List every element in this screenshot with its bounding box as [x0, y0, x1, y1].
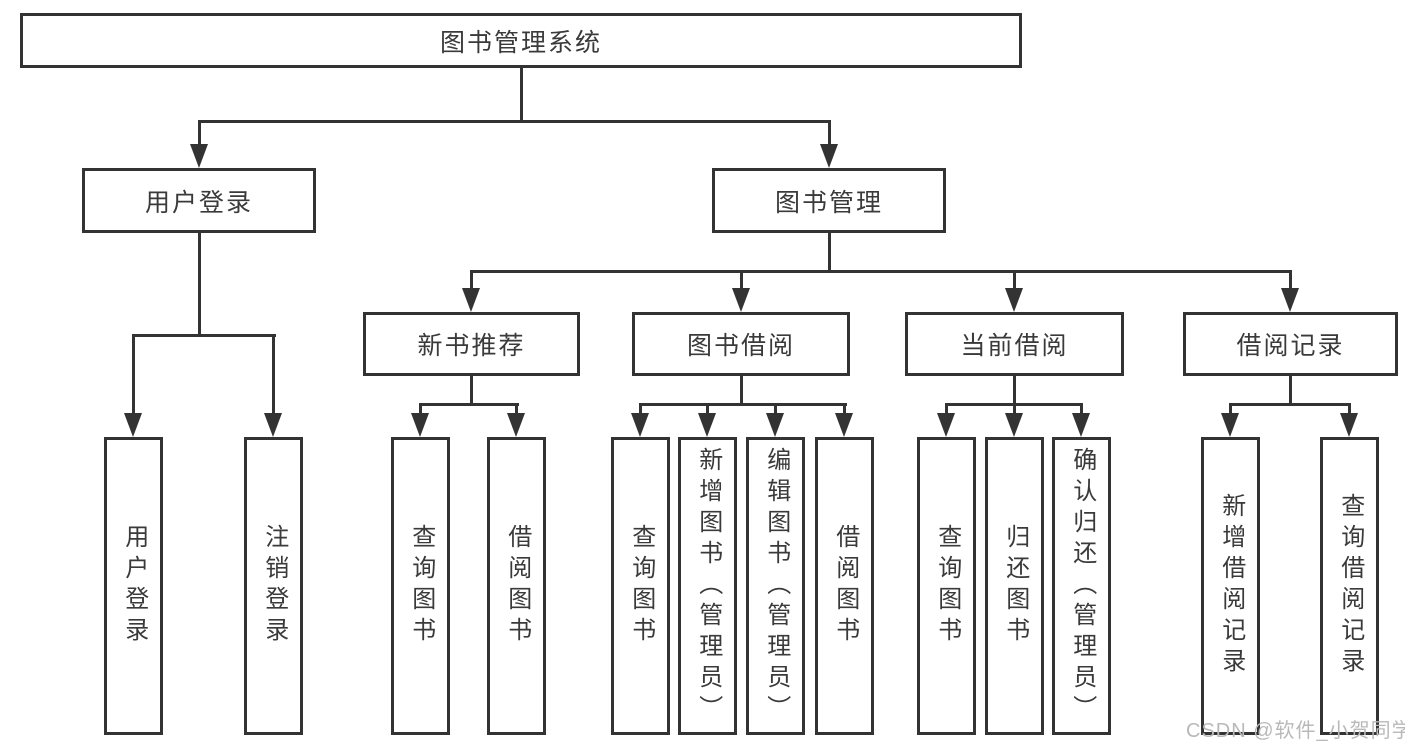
leaf-user-login: 用户登录: [104, 437, 163, 735]
connector-root-drop-left: [198, 120, 201, 146]
node-book-borrow: 图书借阅: [632, 312, 850, 376]
node-current-borrow: 当前借阅: [905, 312, 1124, 376]
connector-borrow-records-branch: [1229, 403, 1351, 406]
arrowhead-user-login: [190, 144, 208, 168]
node-book-mgmt-label: 图书管理: [774, 188, 883, 217]
leaf-cb-confirm-return-admin-label: 确认归还（管理员）: [1068, 446, 1096, 726]
connector-br-drop-2: [1348, 403, 1351, 415]
leaf-cb-query-books-label: 查询图书: [933, 524, 961, 648]
leaf-bb-borrow-books: 借阅图书: [815, 437, 874, 735]
arrowhead-book-borrow: [732, 288, 750, 312]
connector-book-borrow-stem: [740, 376, 743, 406]
arrowhead-ul-login: [124, 413, 142, 437]
connector-new-books-branch: [419, 403, 519, 406]
connector-bb-drop-3: [774, 403, 777, 415]
arrowhead-ul-logout: [264, 413, 282, 437]
leaf-cb-confirm-return-admin: 确认归还（管理员）: [1052, 437, 1111, 735]
leaf-bb-edit-books-admin-label: 编辑图书（管理员）: [762, 446, 790, 726]
leaf-bb-edit-books-admin: 编辑图书（管理员）: [746, 437, 805, 735]
connector-bb-drop-4: [843, 403, 846, 415]
node-borrow-records-label: 借阅记录: [1236, 332, 1345, 360]
leaf-bb-query-books: 查询图书: [611, 437, 670, 735]
connector-new-books-stem: [470, 376, 473, 406]
node-book-borrow-label: 图书借阅: [686, 332, 795, 360]
connector-cb-drop-1: [945, 403, 948, 415]
node-root: 图书管理系统: [20, 13, 1022, 68]
connector-nb-drop-1: [419, 403, 422, 415]
arrowhead-bb-borrow: [835, 413, 853, 437]
connector-bm-drop-2: [740, 270, 743, 290]
node-user-login: 用户登录: [82, 168, 316, 233]
connector-borrow-records-stem: [1289, 376, 1292, 406]
connector-ul-drop-2: [272, 334, 275, 415]
arrowhead-nb-borrow: [507, 413, 525, 437]
connector-cb-drop-3: [1080, 403, 1083, 415]
connector-root-stem: [520, 68, 523, 122]
leaf-nb-borrow-books: 借阅图书: [487, 437, 546, 735]
connector-bm-drop-4: [1289, 270, 1292, 290]
arrowhead-new-books: [462, 288, 480, 312]
node-book-mgmt: 图书管理: [712, 168, 946, 233]
connector-user-login-branch: [132, 334, 276, 337]
leaf-logout: 注销登录: [244, 437, 303, 735]
node-new-books-label: 新书推荐: [417, 332, 526, 360]
connector-root-branch: [198, 120, 831, 123]
csdn-watermark: CSDN @软件_小贺同学: [1186, 720, 1405, 742]
connector-bm-drop-1: [470, 270, 473, 290]
connector-cb-drop-2: [1013, 403, 1016, 415]
arrowhead-borrow-records: [1281, 288, 1299, 312]
leaf-nb-borrow-books-label: 借阅图书: [503, 524, 531, 648]
arrowhead-bb-add: [698, 413, 716, 437]
arrowhead-current-borrow: [1005, 288, 1023, 312]
leaf-br-query-record: 查询借阅记录: [1320, 437, 1379, 735]
arrowhead-bb-query: [631, 413, 649, 437]
leaf-cb-return-books: 归还图书: [985, 437, 1044, 735]
leaf-bb-add-books-admin-label: 新增图书（管理员）: [694, 446, 722, 726]
leaf-br-add-record: 新增借阅记录: [1201, 437, 1260, 735]
node-current-borrow-label: 当前借阅: [960, 332, 1069, 360]
leaf-bb-add-books-admin: 新增图书（管理员）: [678, 437, 737, 735]
connector-current-borrow-stem: [1013, 376, 1016, 406]
connector-bb-drop-2: [706, 403, 709, 415]
arrowhead-bb-edit: [766, 413, 784, 437]
arrowhead-cb-return: [1005, 413, 1023, 437]
leaf-cb-query-books: 查询图书: [917, 437, 976, 735]
connector-book-mgmt-stem: [828, 233, 831, 273]
leaf-nb-query-books-label: 查询图书: [407, 524, 435, 648]
connector-root-drop-right: [828, 120, 831, 146]
arrowhead-br-query: [1340, 413, 1358, 437]
leaf-logout-label: 注销登录: [260, 524, 288, 648]
arrowhead-br-add: [1221, 413, 1239, 437]
connector-br-drop-1: [1229, 403, 1232, 415]
connector-book-mgmt-branch: [470, 270, 1292, 273]
connector-ul-drop-1: [132, 334, 135, 415]
connector-user-login-stem: [198, 233, 201, 337]
arrowhead-cb-query: [937, 413, 955, 437]
connector-nb-drop-2: [515, 403, 518, 415]
node-user-login-label: 用户登录: [144, 188, 253, 217]
node-root-label: 图书管理系统: [439, 28, 602, 57]
leaf-bb-borrow-books-label: 借阅图书: [831, 524, 859, 648]
leaf-br-add-record-label: 新增借阅记录: [1217, 493, 1245, 679]
leaf-user-login-label: 用户登录: [120, 524, 148, 648]
arrowhead-book-mgmt: [820, 144, 838, 168]
arrowhead-cb-confirm: [1072, 413, 1090, 437]
connector-bm-drop-3: [1013, 270, 1016, 290]
leaf-bb-query-books-label: 查询图书: [627, 524, 655, 648]
node-borrow-records: 借阅记录: [1183, 312, 1398, 376]
leaf-cb-return-books-label: 归还图书: [1001, 524, 1029, 648]
leaf-br-query-record-label: 查询借阅记录: [1336, 493, 1364, 679]
connector-book-borrow-branch: [639, 403, 847, 406]
arrowhead-nb-query: [411, 413, 429, 437]
connector-bb-drop-1: [639, 403, 642, 415]
node-new-books: 新书推荐: [363, 312, 580, 376]
leaf-nb-query-books: 查询图书: [391, 437, 450, 735]
